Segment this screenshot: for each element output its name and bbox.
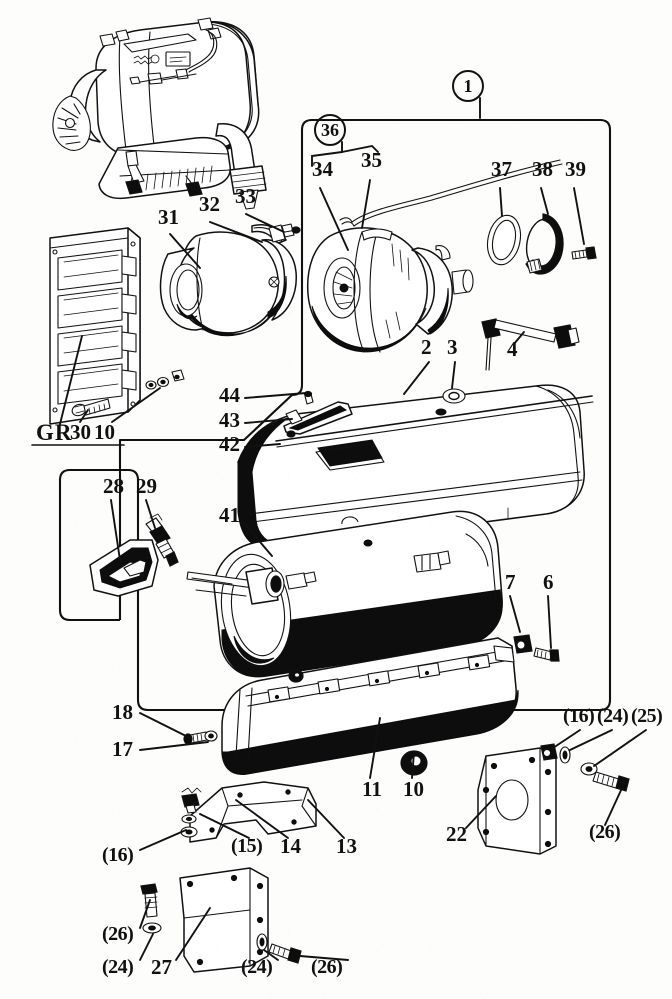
callout-label-11: 11 — [362, 777, 382, 801]
callout-label-15: (15) — [231, 835, 263, 857]
part-grommet-3 — [442, 388, 466, 404]
callout-label-26: (26) — [102, 923, 134, 945]
clamp-bolt-39-illustration — [571, 246, 597, 260]
part-screw-30 — [71, 398, 111, 417]
callout-label-43: 43 — [219, 408, 240, 432]
part-stud-14 — [181, 787, 202, 814]
gasket-28-glowplug-29-illustration — [89, 513, 179, 597]
callout-label-26: (26) — [311, 956, 343, 978]
callout-label-37: 37 — [491, 157, 512, 181]
callout-label-24: (24) — [597, 705, 629, 727]
outer-shell-2-illustration — [237, 384, 585, 549]
assembled-heater-illustration — [52, 17, 267, 210]
callout-label-24: (24) — [102, 956, 134, 978]
callout-label-6: 6 — [543, 570, 554, 594]
callout-label-39: 39 — [565, 157, 586, 181]
bracket-27-illustration — [140, 867, 302, 973]
clamp-ring-38-illustration — [525, 213, 564, 275]
callout-label-26: (26) — [589, 821, 621, 843]
callout-label-25: (25) — [631, 705, 663, 727]
callout-label-10: 10 — [403, 777, 424, 801]
callout-circle-1: 1 — [452, 70, 484, 102]
callout-circle-36: 36 — [314, 114, 346, 146]
callout-label-27: 27 — [151, 955, 172, 979]
callout-label-41: 41 — [219, 503, 240, 527]
part-washers-10 — [145, 369, 185, 390]
nut-7-bolt-6-illustration — [513, 634, 560, 662]
part-bolt-26c — [268, 943, 302, 964]
combustion-chamber-41-illustration — [186, 510, 503, 678]
wiring-lead-4-illustration — [481, 318, 580, 371]
blower-31-illustration — [159, 223, 301, 337]
callout-label-3: 3 — [447, 335, 458, 359]
callout-label-32: 32 — [199, 192, 220, 216]
callout-label-33: 33 — [235, 184, 256, 208]
callout-label-10: 10 — [94, 420, 115, 444]
cover-latch-4243-illustration — [275, 390, 594, 448]
callout-label-34: 34 — [312, 157, 333, 181]
callout-label-29: 29 — [136, 474, 157, 498]
callout-label-35: 35 — [361, 148, 382, 172]
part-glowplug-29 — [145, 513, 179, 567]
callout-label-2: 2 — [421, 335, 432, 359]
part-bolt-26a — [140, 883, 158, 918]
callout-label-16: (16) — [102, 844, 134, 866]
leader-lines — [59, 97, 647, 961]
seal-ring-37-illustration — [486, 214, 522, 266]
callout-label-14: 14 — [280, 834, 301, 858]
part-clamp-screw-33 — [268, 223, 301, 243]
bracket-13-illustration — [180, 781, 317, 843]
callout-label-4: 4 — [507, 337, 518, 361]
bracket-22-illustration — [477, 743, 630, 855]
callout-label-24: (24) — [241, 956, 273, 978]
callout-label-17: 17 — [112, 737, 133, 761]
blower-motor-group-36-illustration — [306, 159, 563, 353]
callout-label-38: 38 — [532, 157, 553, 181]
callout-label-31: 31 — [158, 205, 179, 229]
callout-label-16: (16) — [563, 705, 595, 727]
callout-label-22: 22 — [446, 822, 467, 846]
callout-label-42: 42 — [219, 432, 240, 456]
heater-matrix-illustration — [31, 227, 185, 446]
part-bolt-26b — [592, 771, 630, 792]
callout-label-GR: GR — [36, 420, 73, 445]
callout-label-13: 13 — [336, 834, 357, 858]
callout-label-28: 28 — [103, 474, 124, 498]
callout-label-44: 44 — [219, 383, 240, 407]
lower-shell-11-illustration — [221, 637, 519, 776]
callout-label-30: 30 — [70, 420, 91, 444]
callout-label-7: 7 — [505, 570, 516, 594]
callout-label-18: 18 — [112, 700, 133, 724]
